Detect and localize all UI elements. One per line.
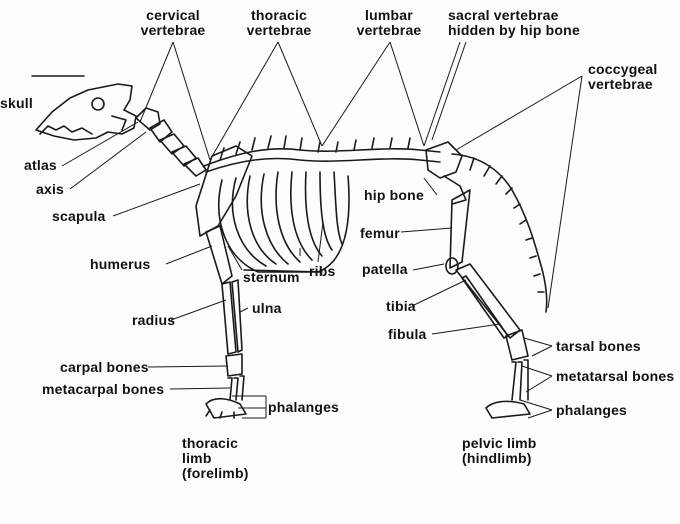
label-humerus: humerus — [90, 256, 151, 272]
label-coccygeal-vertebrae: coccygeal vertebrae — [588, 61, 658, 92]
label-metacarpal-bones: metacarpal bones — [42, 381, 165, 397]
leader-lines — [61, 41, 583, 419]
label-ribs: ribs — [309, 263, 336, 279]
label-axis: axis — [36, 181, 65, 197]
label-cervical-vertebrae: cervical vertebrae — [140, 7, 206, 38]
hindlimb-shape — [425, 141, 531, 419]
label-patella: patella — [362, 261, 408, 277]
label-skull: skull — [0, 95, 33, 111]
label-pelvic-limb: pelvic limb (hindlimb) — [462, 435, 537, 466]
label-thoracic-vertebrae: thoracic vertebrae — [246, 7, 312, 38]
label-tarsal-bones: tarsal bones — [556, 338, 641, 354]
label-fibula: fibula — [388, 326, 427, 342]
skull-shape — [31, 75, 137, 141]
label-sacral-vertebrae: sacral vertebrae hidden by hip bone — [448, 7, 580, 38]
label-thoracic-limb: thoracic limb (forelimb) — [182, 435, 249, 481]
label-phalanges-forelimb: phalanges — [268, 399, 340, 415]
label-sternum: sternum — [243, 269, 300, 285]
label-radius: radius — [132, 312, 176, 328]
label-scapula: scapula — [52, 208, 106, 224]
label-lumbar-vertebrae: lumbar vertebrae — [356, 7, 422, 38]
tail-shape — [451, 153, 548, 313]
forelimb-shape — [205, 225, 247, 419]
label-tibia: tibia — [386, 298, 416, 314]
spine-shape — [203, 135, 441, 173]
cervical-vertebrae-shape — [135, 107, 207, 177]
label-femur: femur — [360, 225, 400, 241]
label-phalanges-hindlimb: phalanges — [556, 402, 628, 418]
label-ulna: ulna — [252, 300, 282, 316]
label-carpal-bones: carpal bones — [60, 359, 149, 375]
label-metatarsal-bones: metatarsal bones — [556, 368, 675, 384]
scapula-shape — [195, 145, 253, 237]
label-atlas: atlas — [24, 157, 57, 173]
ribcage-shape — [218, 171, 350, 273]
label-hip-bone: hip bone — [364, 187, 424, 203]
